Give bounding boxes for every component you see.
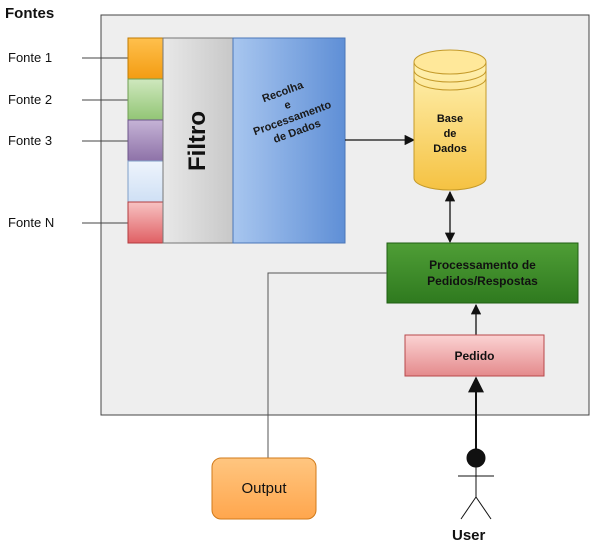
- database-line-3: Dados: [433, 142, 467, 155]
- processing-label: Processamento de Pedidos/Respostas: [387, 243, 578, 303]
- source-block-1: [127, 37, 164, 80]
- database-cylinder: [413, 49, 487, 191]
- source-label-n: Fonte N: [8, 215, 55, 230]
- processing-block: [386, 242, 579, 304]
- source-label-3: Fonte 3: [8, 133, 53, 148]
- source-label-1: Fonte 1: [8, 50, 53, 65]
- output-block: [211, 457, 317, 520]
- processing-line-2: Pedidos/Respostas: [427, 274, 538, 288]
- output-connector: [267, 272, 387, 458]
- database-line-1: Base: [436, 112, 464, 125]
- request-block: [404, 334, 545, 377]
- processing-line-1: Processamento de: [429, 258, 536, 272]
- filter-block: [162, 37, 234, 244]
- source-block-2: [127, 78, 164, 121]
- filter-label: Filtro: [184, 111, 211, 171]
- user-label: User: [452, 527, 486, 544]
- source-label-2: Fonte 2: [8, 92, 53, 107]
- source-block-3: [127, 119, 164, 162]
- sources-heading: Fontes: [5, 5, 55, 22]
- request-label: Pedido: [454, 348, 495, 363]
- source-block-n: [127, 201, 164, 244]
- source-block-4: [127, 160, 164, 203]
- user-figure: [458, 448, 494, 520]
- database-line-2: de: [443, 127, 457, 140]
- database-label: Base de Dados: [414, 104, 486, 164]
- output-label: Output: [241, 480, 287, 497]
